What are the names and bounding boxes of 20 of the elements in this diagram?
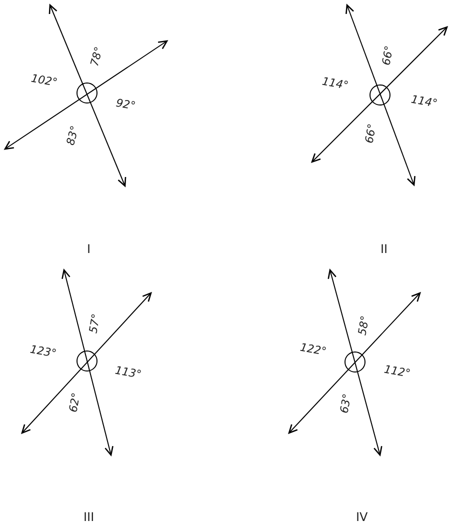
angle-label: 114° xyxy=(320,75,349,91)
angle-label: 78° xyxy=(88,45,105,67)
angle-label: 58° xyxy=(356,314,371,336)
figure-number: IV xyxy=(356,511,368,523)
angle-label: 62° xyxy=(68,391,82,413)
figure-number: I xyxy=(87,243,91,255)
angle-label: 113° xyxy=(114,364,142,380)
angle-label: 92° xyxy=(115,96,136,112)
angle-label: 83° xyxy=(64,124,81,146)
figure-number: II xyxy=(380,243,388,255)
angle-label: 66° xyxy=(364,122,378,144)
angle-label: 102° xyxy=(30,72,58,88)
angle-label: 112° xyxy=(382,363,411,379)
angle-label: 122° xyxy=(298,341,327,357)
angle-label: 66° xyxy=(380,44,395,66)
angle-label: 123° xyxy=(28,343,57,359)
angle-label: 114° xyxy=(410,93,438,109)
figure-number: III xyxy=(84,511,94,523)
angle-label: 57° xyxy=(88,312,102,334)
angle-label: 63° xyxy=(338,392,353,414)
